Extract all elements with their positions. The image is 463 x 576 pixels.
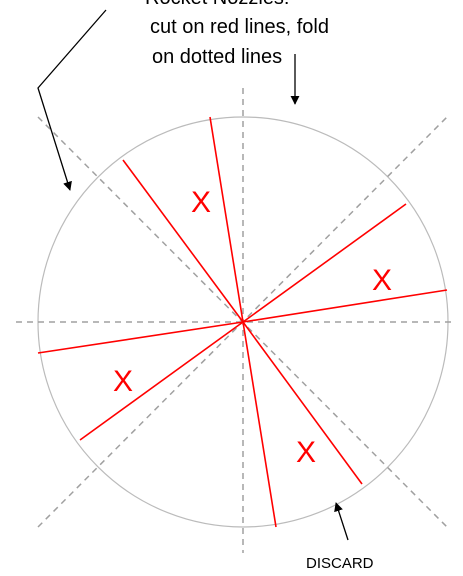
arrows bbox=[37, 9, 349, 541]
discard-mark: X bbox=[296, 436, 316, 469]
arrow-to-circle-edge bbox=[37, 9, 107, 191]
cut-line bbox=[209, 116, 244, 323]
cut-line bbox=[242, 321, 277, 528]
fold-lines bbox=[16, 88, 452, 553]
title-line-2: cut on red lines, fold bbox=[150, 16, 329, 38]
cut-line bbox=[122, 159, 244, 323]
title-line-1: Rocket Nozzles: bbox=[145, 0, 290, 10]
discard-label: DISCARD bbox=[306, 555, 374, 572]
discard-mark: X bbox=[372, 264, 392, 297]
cut-lines bbox=[37, 116, 448, 528]
discard-mark: X bbox=[191, 186, 211, 219]
cut-line bbox=[242, 203, 407, 323]
cut-line bbox=[242, 289, 448, 323]
cut-line bbox=[242, 321, 363, 485]
cut-line bbox=[79, 321, 244, 441]
title-line-3: on dotted lines bbox=[152, 46, 283, 68]
discard-mark: X bbox=[113, 365, 133, 398]
arrow-to-discard bbox=[334, 502, 349, 541]
cut-line bbox=[37, 321, 244, 354]
